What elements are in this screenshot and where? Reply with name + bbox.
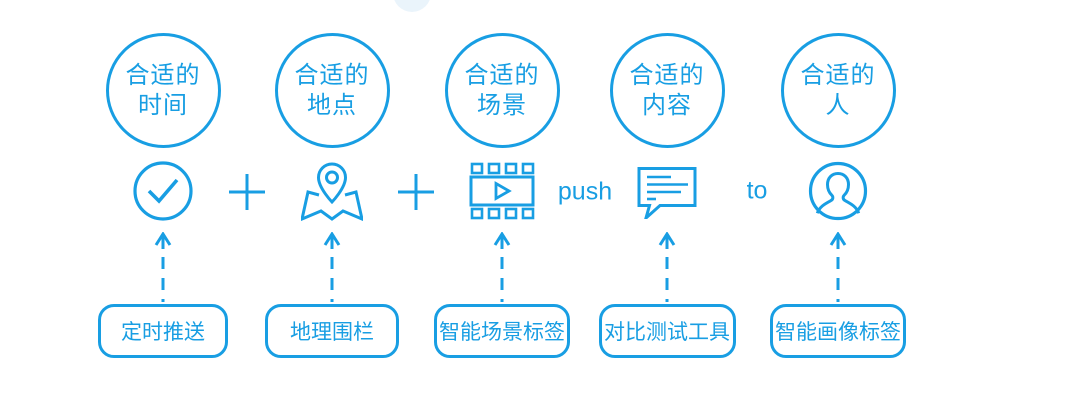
- feature-box-label: 定时推送: [121, 321, 205, 344]
- feature-box-label: 对比测试工具: [604, 321, 730, 344]
- feature-box-geo-fence: 地理围栏: [265, 304, 399, 358]
- feature-box-label: 智能场景标签: [439, 321, 565, 344]
- circle-label-line2: 地点: [307, 91, 357, 119]
- up-arrow: [658, 232, 676, 302]
- map-pin-icon: [301, 159, 363, 223]
- up-arrow: [493, 232, 511, 302]
- circle-right-person: 合适的 人: [780, 33, 896, 148]
- feature-box-label: 智能画像标签: [775, 321, 901, 344]
- clock-check-icon: [132, 159, 194, 223]
- plus-icon: [227, 172, 267, 212]
- circle-label-line2: 内容: [642, 91, 692, 119]
- circle-label-line1: 合适的: [125, 61, 201, 89]
- column-time: 合适的 时间 定时推送: [78, 0, 248, 400]
- to-label: to: [746, 176, 768, 205]
- push-label: push: [557, 177, 613, 206]
- feature-box-ab-test-tool: 对比测试工具: [598, 304, 736, 358]
- column-place: 合适的 地点 地理围栏: [247, 0, 417, 400]
- column-scene: 合适的 场景 智能场景标签: [417, 0, 587, 400]
- circle-right-time: 合适的 时间: [105, 33, 221, 148]
- message-icon: [636, 159, 698, 223]
- circle-label-line1: 合适的: [629, 61, 705, 89]
- decorative-dot: [393, 0, 431, 12]
- feature-box-scheduled-push: 定时推送: [98, 304, 228, 358]
- circle-label-line1: 合适的: [800, 61, 876, 89]
- circle-right-content: 合适的 内容: [609, 33, 725, 148]
- film-icon: [469, 159, 535, 223]
- up-arrow: [829, 232, 847, 302]
- circle-right-scene: 合适的 场景: [444, 33, 560, 148]
- circle-label-line2: 时间: [138, 91, 188, 119]
- up-arrow: [323, 232, 341, 302]
- column-person: 合适的 人 智能画像标签: [753, 0, 923, 400]
- feature-box-smart-scene-tags: 智能场景标签: [434, 304, 570, 358]
- user-icon: [808, 159, 868, 223]
- column-content: 合适的 内容 对比测试工具: [582, 0, 752, 400]
- circle-label-line2: 场景: [477, 91, 527, 119]
- up-arrow: [154, 232, 172, 302]
- plus-icon: [396, 172, 436, 212]
- circle-label-line2: 人: [825, 91, 851, 119]
- circle-label-line1: 合适的: [464, 61, 540, 89]
- feature-box-label: 地理围栏: [290, 321, 374, 344]
- circle-label-line1: 合适的: [294, 61, 370, 89]
- circle-right-place: 合适的 地点: [274, 33, 390, 148]
- feature-box-smart-profile-tags: 智能画像标签: [770, 304, 906, 358]
